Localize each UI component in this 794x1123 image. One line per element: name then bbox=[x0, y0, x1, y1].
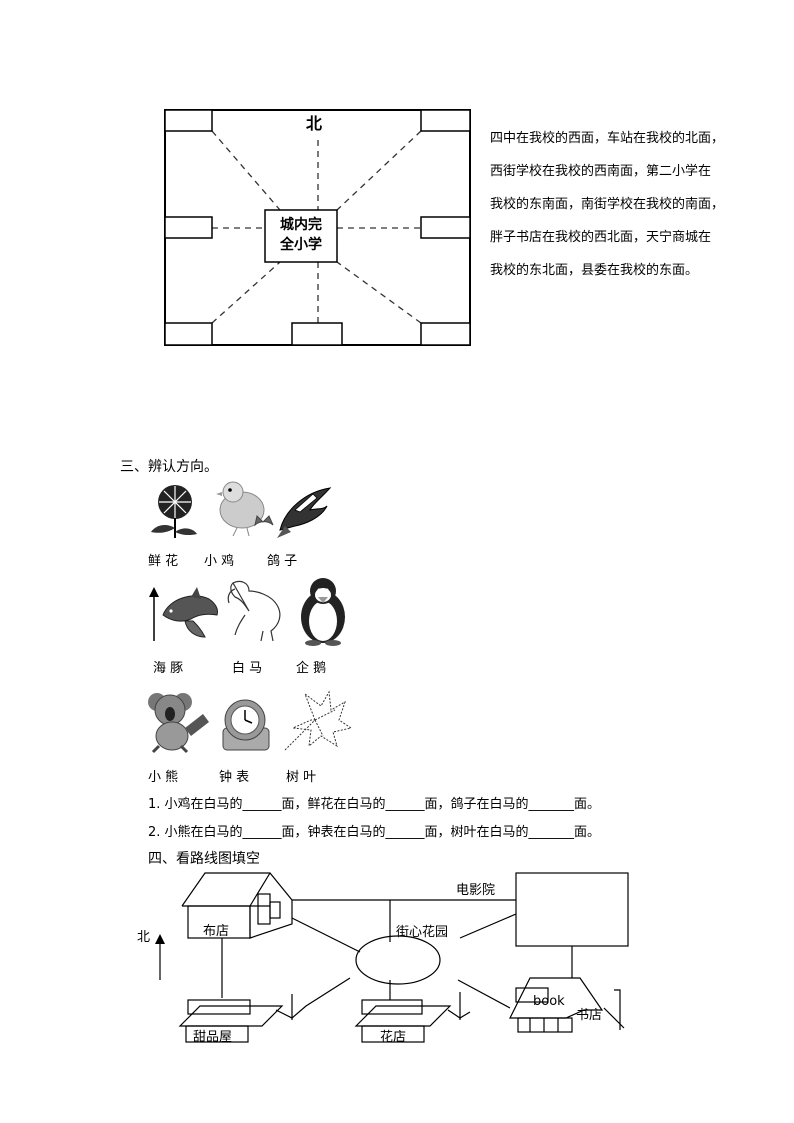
center-school-box bbox=[264, 209, 338, 263]
chick-icon bbox=[216, 481, 274, 537]
route-north-label: 北 bbox=[137, 930, 151, 945]
flower-shop-icon bbox=[354, 999, 452, 1043]
map-north-label: 北 bbox=[306, 114, 323, 133]
horse-icon bbox=[227, 580, 281, 642]
bear-icon bbox=[148, 693, 209, 754]
question-2: 2. 小熊在白马的______面，钟表在白马的______面，树叶在白马的___… bbox=[148, 825, 601, 840]
leaf-icon bbox=[284, 690, 353, 751]
flower-icon bbox=[151, 485, 197, 538]
question-1: 1. 小鸡在白马的______面，鲜花在白马的______面，鸽子在白马的___… bbox=[148, 797, 601, 812]
cloth-store-label: 布店 bbox=[203, 924, 230, 939]
box-east bbox=[420, 216, 471, 239]
map-description: 四中在我校的西面，车站在我校的北面， 西街学校在我校的西南面，第二小学在 我校的… bbox=[490, 122, 724, 287]
route-map bbox=[155, 872, 629, 1043]
penguin-icon bbox=[301, 578, 345, 646]
label-leaf: 树 叶 bbox=[286, 770, 317, 785]
label-dolphin: 海 豚 bbox=[153, 661, 184, 676]
section4-heading: 四、看路线图填空 bbox=[148, 851, 260, 867]
section3-heading: 三、辨认方向。 bbox=[120, 459, 218, 475]
center-label-line1: 城内完 bbox=[280, 217, 322, 233]
description-line: 我校的东南面，南街学校在我校的南面， bbox=[490, 197, 725, 212]
label-flower: 鲜 花 bbox=[148, 554, 179, 569]
description-line: 我校的东北面，县委在我校的东面。 bbox=[490, 263, 699, 278]
description-line: 西街学校在我校的西南面，第二小学在 bbox=[490, 164, 712, 179]
cinema-label: 电影院 bbox=[456, 883, 496, 898]
label-bear: 小 熊 bbox=[148, 770, 179, 785]
dessert-house-label: 甜品屋 bbox=[193, 1030, 233, 1045]
description-line: 胖子书店在我校的西北面，天宁商城在 bbox=[490, 230, 712, 245]
center-label-line2: 全小学 bbox=[280, 237, 322, 253]
garden-icon bbox=[355, 935, 441, 985]
pigeon-icon bbox=[277, 487, 332, 538]
picture-row-2 bbox=[149, 578, 345, 646]
school-direction-map bbox=[164, 109, 471, 346]
dessert-house-icon bbox=[178, 999, 284, 1043]
box-south bbox=[291, 322, 343, 346]
box-southwest bbox=[164, 322, 213, 346]
cloth-store-icon bbox=[181, 872, 293, 939]
box-northeast bbox=[420, 109, 471, 132]
dolphin-icon bbox=[162, 587, 218, 638]
book-sign-label: book bbox=[533, 994, 565, 1009]
bookstore-label: 书店 bbox=[576, 1008, 603, 1023]
direction-lines bbox=[211, 130, 422, 324]
center-school-label: 城内完 全小学 bbox=[265, 215, 337, 255]
box-southeast bbox=[420, 322, 471, 346]
north-arrow-head bbox=[155, 934, 165, 944]
clock-icon bbox=[222, 699, 270, 751]
label-pigeon: 鸽 子 bbox=[267, 554, 298, 569]
flower-shop-label: 花店 bbox=[380, 1030, 407, 1045]
box-northwest bbox=[164, 109, 213, 132]
box-west bbox=[164, 216, 213, 239]
picture-row-3 bbox=[148, 690, 353, 754]
north-arrow-icon bbox=[149, 587, 159, 641]
garden-label: 街心花园 bbox=[396, 925, 449, 940]
label-clock: 钟 表 bbox=[219, 770, 250, 785]
label-penguin: 企 鹅 bbox=[296, 661, 327, 676]
label-horse: 白 马 bbox=[232, 661, 263, 676]
picture-row-1 bbox=[151, 481, 332, 538]
bookstore-icon bbox=[509, 977, 604, 1033]
cinema-icon bbox=[515, 872, 629, 947]
label-chick: 小 鸡 bbox=[204, 554, 235, 569]
description-line: 四中在我校的西面，车站在我校的北面， bbox=[490, 131, 725, 146]
